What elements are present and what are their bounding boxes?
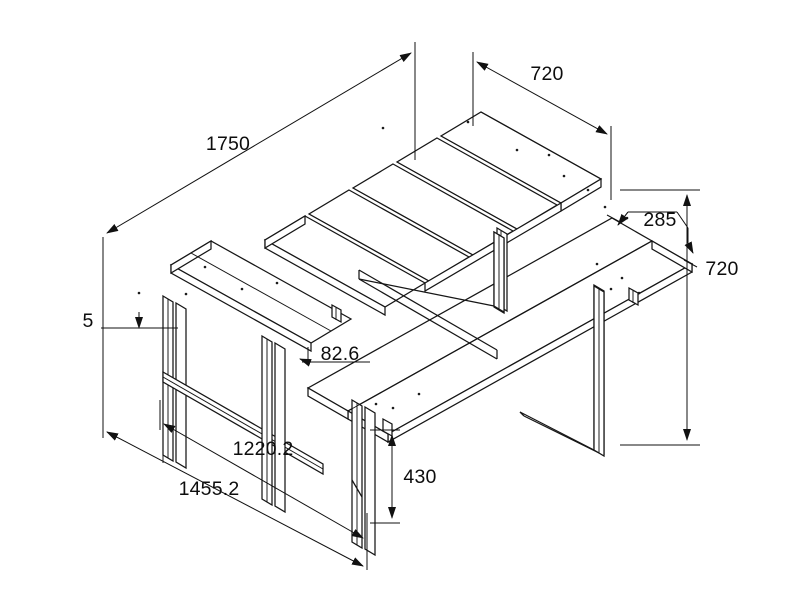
bench-right-screws: [374, 262, 641, 410]
dimension-label-720-width: 720: [530, 63, 563, 85]
dimension-label-1750: 1750: [206, 133, 250, 155]
dimension-label-1455-2: 1455.2: [179, 478, 240, 500]
picnic-table-model: [137, 111, 694, 557]
dimension-285: 285: [606, 209, 698, 268]
bench-right-seat-far-cap: [651, 239, 693, 274]
dimension-label-5: 5: [82, 310, 93, 332]
dimension-label-285: 285: [643, 209, 676, 231]
bench-left-seat-end-thickness: [170, 239, 212, 275]
frame-cross-structure: [358, 269, 498, 360]
aframe-diag-1: [358, 278, 495, 307]
dimension-720-height: 720: [620, 189, 738, 446]
dimension-label-1220-2: 1220.2: [233, 438, 294, 460]
dimension-82-6: 82.6: [299, 343, 370, 367]
bench-seat-right: [306, 217, 694, 444]
overdraw-detail-lines: [162, 135, 653, 463]
table-top-right-front-thickness: [424, 201, 562, 293]
dimension-720-width: 720: [472, 52, 612, 200]
bench-right-seat-end-thickness-2: [307, 386, 349, 421]
bench-left-screws: [137, 265, 279, 295]
dimension-label-82-6: 82.6: [321, 343, 360, 365]
dimension-430: 430: [370, 429, 436, 524]
aframe-right-outer-brace-3: [519, 411, 525, 417]
dimension-1455-2: 1455.2: [102, 340, 368, 570]
bench-seat-left: [137, 239, 353, 353]
aframe-right-outer: [519, 284, 605, 458]
dimension-label-430: 430: [403, 466, 436, 488]
leg-post-center-inner: [274, 341, 286, 514]
aframe-right-outer-brace-2: [523, 415, 600, 454]
aframe-right-outer-brace-1: [519, 411, 595, 451]
bench-left-bracket: [331, 303, 342, 324]
dimension-5: 5: [82, 237, 178, 340]
bench-right-bracket: [628, 286, 639, 307]
dimension-label-720-height: 720: [705, 258, 738, 280]
frame-rail-b: [358, 278, 498, 360]
dimension-annotations: 1750 720 720 285: [82, 42, 738, 570]
aframe-right: [493, 230, 505, 314]
